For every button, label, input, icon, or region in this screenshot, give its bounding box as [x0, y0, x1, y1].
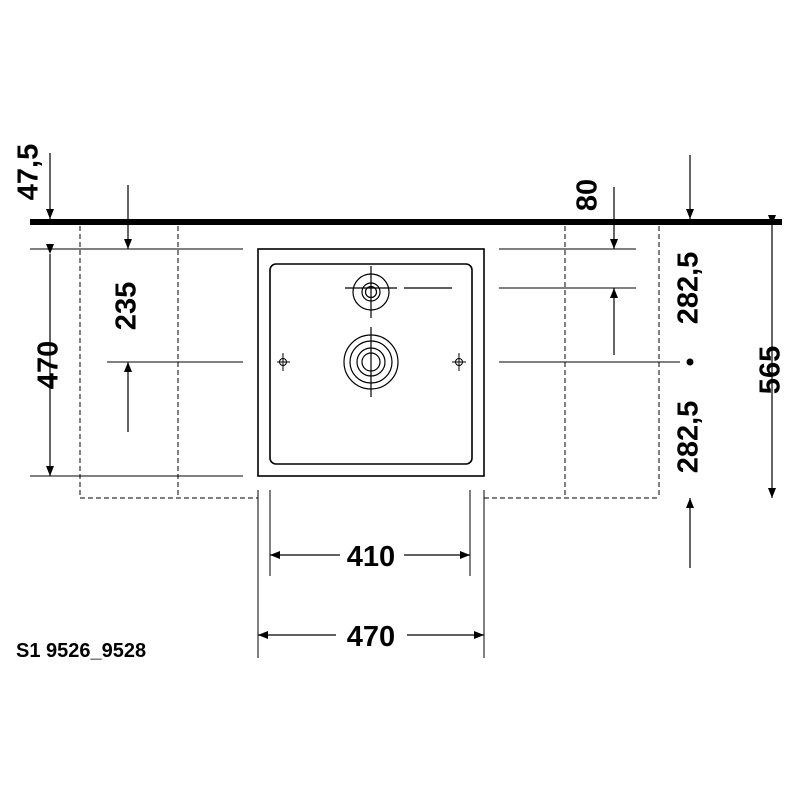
label-top-offset: 47,5: [13, 144, 45, 200]
label-upper-height: 282,5: [673, 252, 705, 325]
wall-line: [30, 219, 782, 225]
label-lower-height: 282,5: [673, 401, 705, 474]
extension-lines: [30, 248, 680, 658]
drain: [343, 327, 399, 397]
basin-inner: [269, 263, 473, 465]
label-wall-offset: 80: [572, 179, 604, 211]
label-depth: 470: [33, 341, 65, 389]
label-total-height: 565: [755, 346, 787, 394]
basin-outer: [257, 248, 485, 477]
fixing-hole-left: [277, 353, 290, 371]
drawing-code: S1 9526_9528: [16, 640, 146, 662]
fixing-hole-right: [452, 353, 466, 371]
center-point: [686, 358, 694, 366]
label-half-depth: 235: [111, 282, 143, 330]
tap-hole: [345, 266, 452, 318]
label-outer-width: 470: [347, 621, 395, 653]
label-inner-width: 410: [347, 541, 395, 573]
